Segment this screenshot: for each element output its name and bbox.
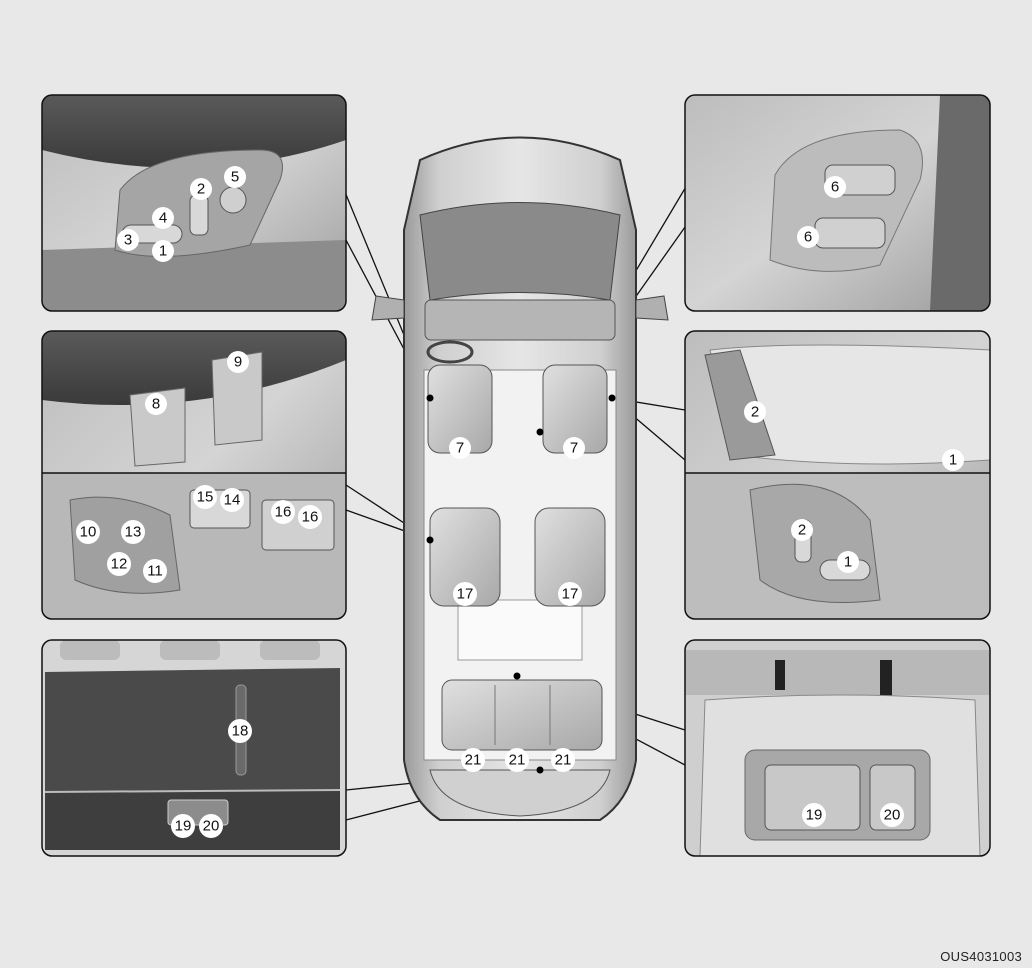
panel4-label-6b: 6 [797,226,819,248]
panel5-label-1a: 1 [942,449,964,471]
second-seat-left-label: 17 [453,582,477,606]
vehicle-top-view [371,136,669,821]
panel2-label-9: 9 [227,351,249,373]
panel5-label-1b: 1 [837,551,859,573]
panel3-label-18: 18 [228,719,252,743]
svg-text:8: 8 [152,396,160,413]
svg-text:1: 1 [844,554,852,571]
svg-text:7: 7 [456,440,464,457]
front-seat-left-label: 7 [449,437,471,459]
panel3-label-20: 20 [199,814,223,838]
svg-text:1: 1 [159,243,167,260]
vehicle-labels: 7 7 17 17 21 21 21 [449,437,585,772]
svg-text:4: 4 [159,210,167,227]
svg-text:20: 20 [203,818,220,835]
panel1-label-5: 5 [224,166,246,188]
svg-text:6: 6 [831,179,839,196]
svg-text:9: 9 [234,354,242,371]
panel1-label-4: 4 [152,207,174,229]
panel-seat-back-switch: 6 6 [684,94,991,312]
panel1-label-3: 3 [117,229,139,251]
svg-text:20: 20 [884,807,901,824]
panel5-label-2b: 2 [791,519,813,541]
svg-text:2: 2 [751,404,759,421]
svg-text:19: 19 [806,807,823,824]
second-seat-right-label: 17 [558,582,582,606]
svg-text:10: 10 [80,524,97,541]
panel3-label-19: 19 [171,814,195,838]
panel-rear-release: 19 20 [684,639,991,857]
panel-passenger-switches: 2 1 2 1 [684,330,991,620]
svg-text:19: 19 [175,818,192,835]
panel1-label-1: 1 [152,240,174,262]
svg-text:21: 21 [509,752,526,769]
svg-text:7: 7 [570,440,578,457]
svg-text:12: 12 [111,556,128,573]
panel2-label-14: 14 [220,488,244,512]
svg-text:16: 16 [275,504,292,521]
third-seat-center-label: 21 [505,748,529,772]
panel2-label-11: 11 [143,559,167,583]
panel2-label-16a: 16 [271,500,295,524]
panel6-label-20: 20 [880,803,904,827]
panel2-label-12: 12 [107,552,131,576]
panel-driver-seat-switch: 1 2 3 4 5 [41,94,347,312]
svg-text:3: 3 [124,232,132,249]
panel5-label-2a: 2 [744,401,766,423]
svg-text:1: 1 [949,452,957,469]
svg-text:6: 6 [804,229,812,246]
svg-text:18: 18 [232,723,249,740]
panel2-label-13: 13 [121,520,145,544]
svg-text:2: 2 [197,181,205,198]
svg-text:5: 5 [231,169,239,186]
svg-text:17: 17 [457,586,474,603]
panel2-label-10: 10 [76,520,100,544]
panel2-label-15: 15 [193,485,217,509]
panel4-label-6a: 6 [824,176,846,198]
svg-text:21: 21 [555,752,572,769]
third-seat-right-label: 21 [551,748,575,772]
panel-seat-switches-combined: 8 9 10 11 12 13 14 15 16 16 [41,330,347,620]
panel1-label-2: 2 [190,178,212,200]
svg-text:13: 13 [125,524,142,541]
figure-code: OUS4031003 [940,949,1022,964]
panel2-label-8: 8 [145,393,167,415]
svg-text:11: 11 [147,563,163,580]
panel6-label-19: 19 [802,803,826,827]
front-seat-right-label: 7 [563,437,585,459]
svg-text:21: 21 [465,752,482,769]
panel2-label-16b: 16 [298,505,322,529]
svg-text:17: 17 [562,586,579,603]
svg-text:2: 2 [798,522,806,539]
svg-text:14: 14 [224,492,241,509]
panel-third-row-back: 18 19 20 [41,639,347,857]
third-seat-left-label: 21 [461,748,485,772]
svg-text:16: 16 [302,509,319,526]
svg-text:15: 15 [197,489,214,506]
